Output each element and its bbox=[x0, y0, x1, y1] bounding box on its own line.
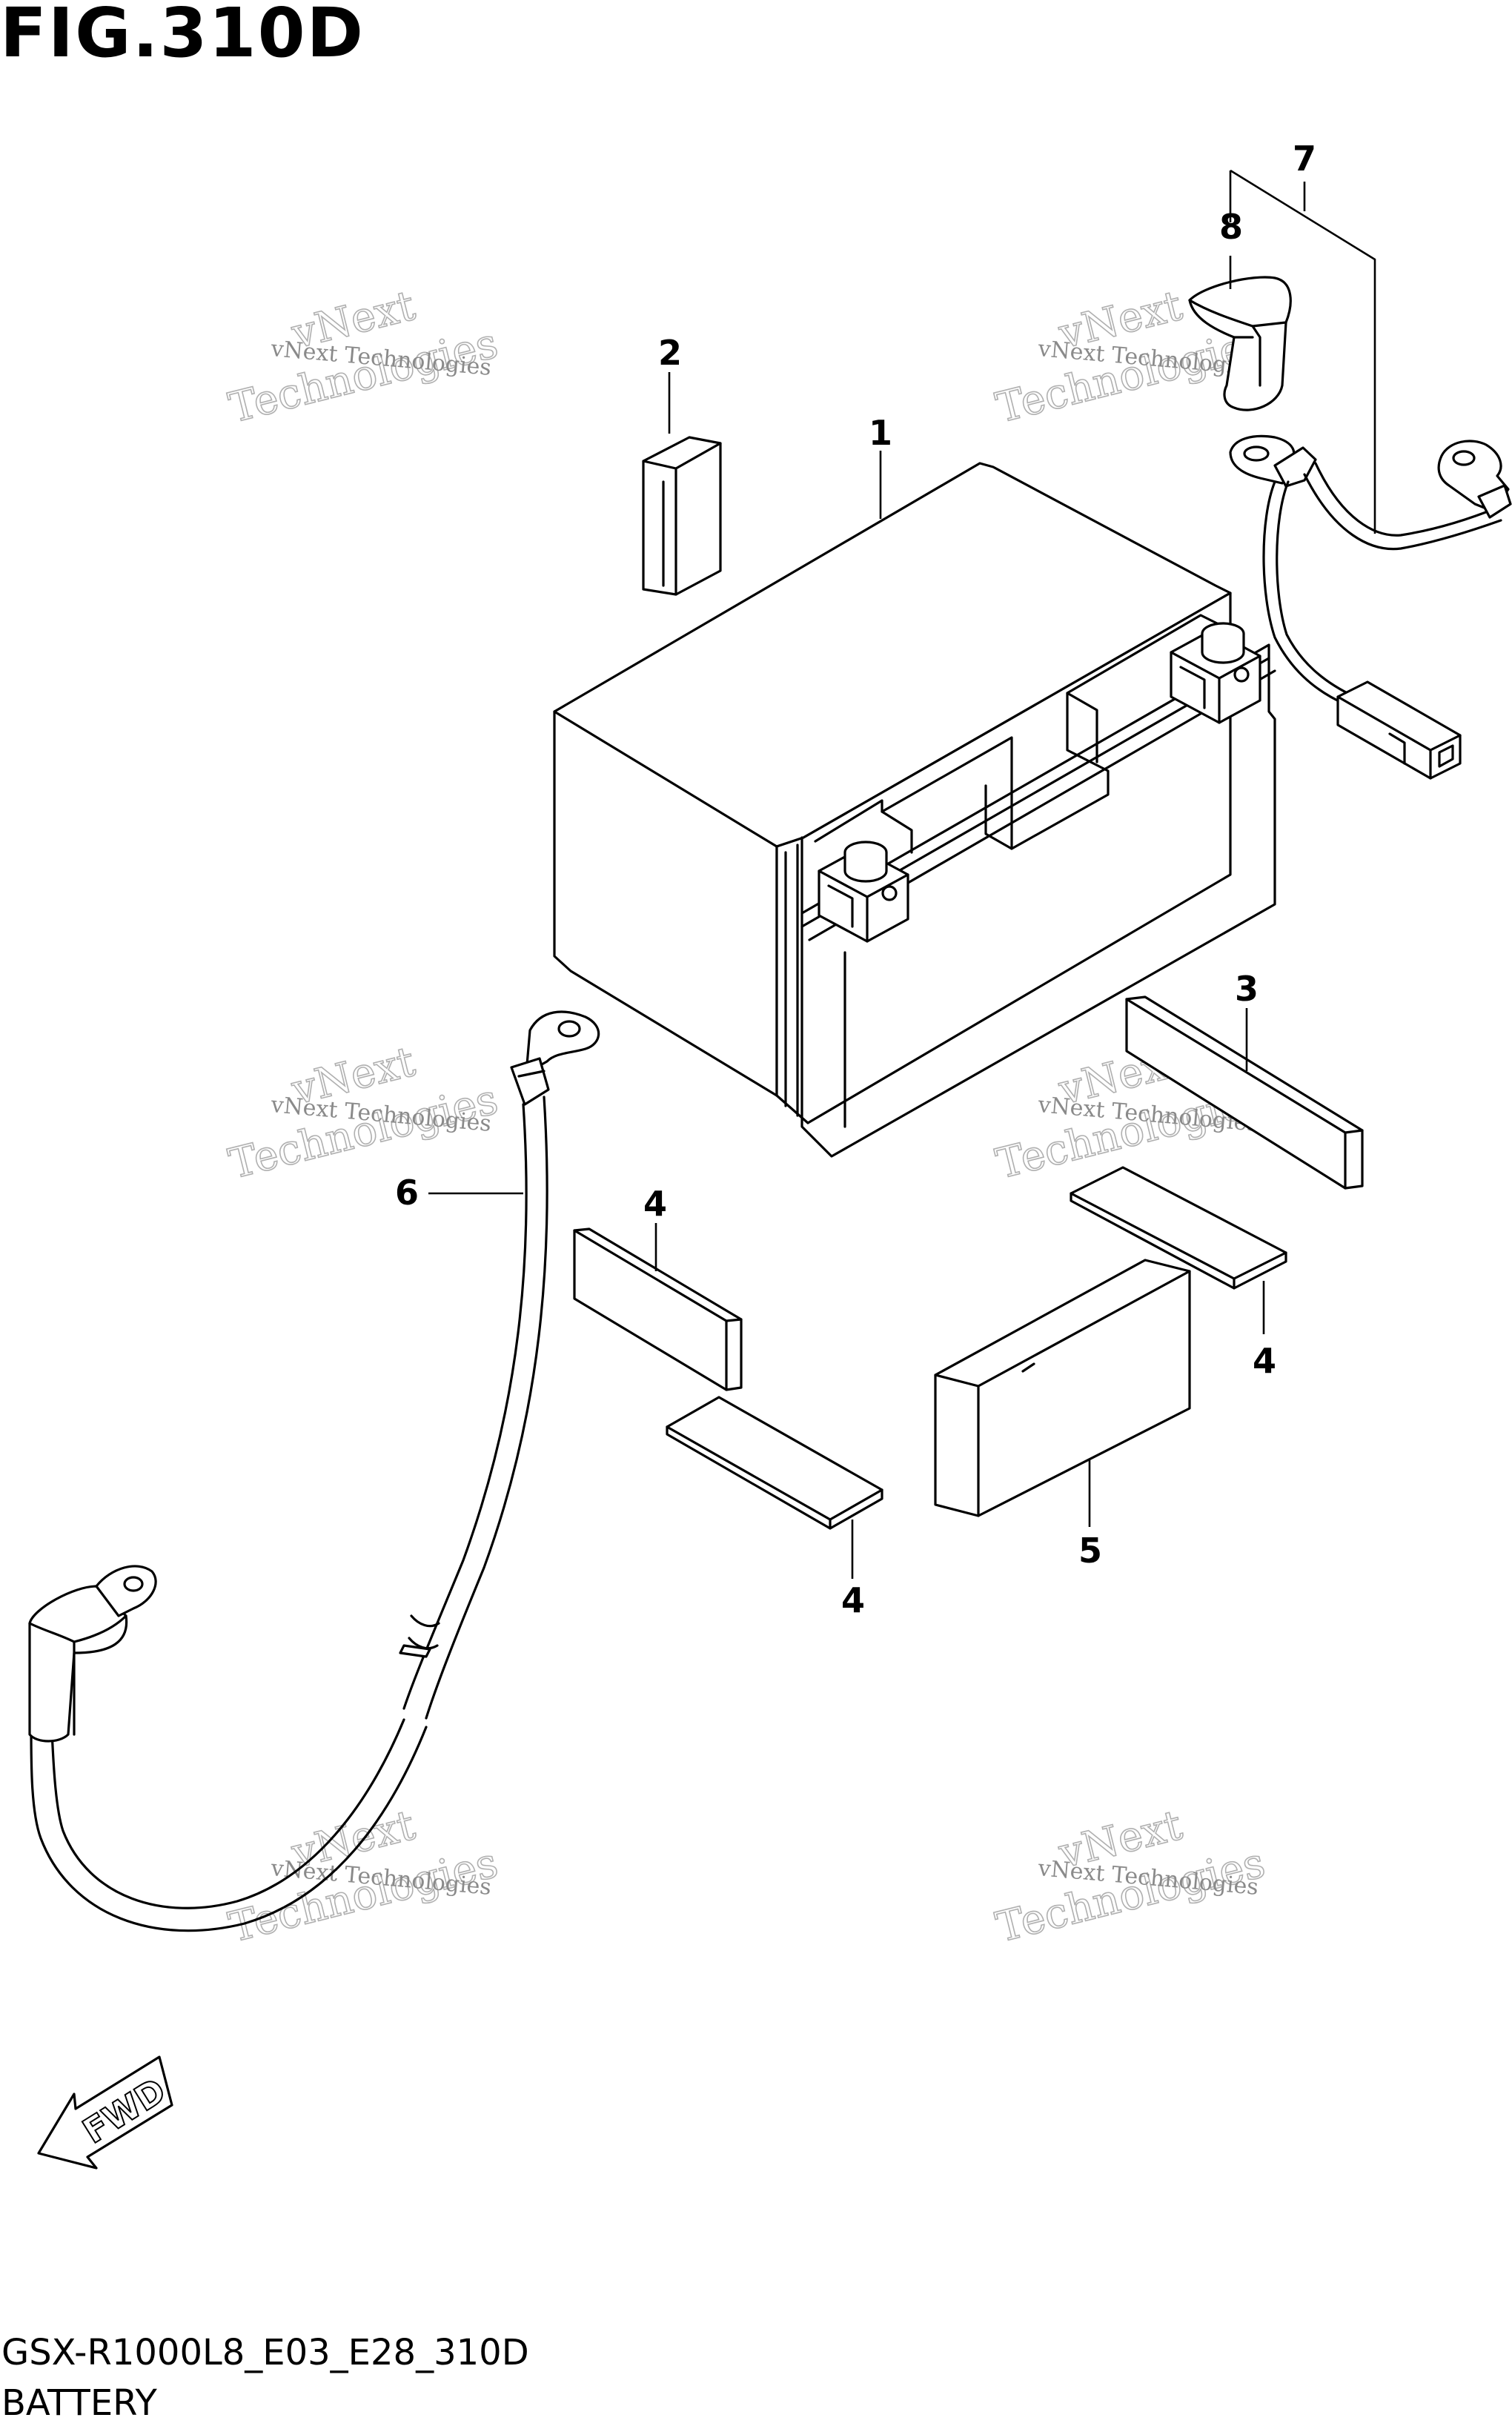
battery-terminal-left bbox=[818, 841, 909, 943]
callout-8: 8 bbox=[1219, 207, 1243, 247]
callout-4-left: 4 bbox=[643, 1184, 667, 1224]
callout-2: 2 bbox=[658, 333, 682, 373]
callout-5: 5 bbox=[1078, 1531, 1102, 1571]
callout-4-right: 4 bbox=[1253, 1341, 1276, 1381]
battery-terminal-right bbox=[1170, 622, 1261, 724]
callout-6: 6 bbox=[395, 1173, 419, 1213]
watermark-bottom-right: vNext Technologies vNext Technologies bbox=[991, 1800, 1270, 1952]
callout-7: 7 bbox=[1293, 139, 1316, 179]
figure-name: BATTERY bbox=[1, 2382, 157, 2424]
fwd-arrow-icon: FWD bbox=[37, 2055, 173, 2170]
leader-lines bbox=[428, 256, 1265, 1579]
battery-part-1 bbox=[553, 462, 1276, 1158]
watermark-bottom-left: vNext Technologies vNext Technologies bbox=[224, 1800, 503, 1952]
pad-part-2 bbox=[642, 436, 722, 596]
block-part-5 bbox=[934, 1259, 1191, 1517]
pad-part-4-left bbox=[573, 1227, 743, 1391]
cable-part-6 bbox=[28, 1010, 600, 1932]
callout-1: 1 bbox=[869, 413, 892, 453]
strip-part-3 bbox=[1125, 995, 1364, 1190]
callout-4-bottom: 4 bbox=[841, 1580, 865, 1620]
cable-part-7 bbox=[1229, 169, 1512, 780]
callout-3: 3 bbox=[1235, 969, 1259, 1009]
figure-code: GSX-R1000L8_E03_E28_310D bbox=[1, 2332, 529, 2373]
watermark-top-right: vNext Technologies vNext Technologies bbox=[991, 281, 1270, 433]
watermark-top-left: vNext Technologies vNext Technologies bbox=[224, 281, 503, 433]
figure-title: FIG.310D bbox=[0, 0, 365, 73]
cap-part-8 bbox=[1188, 276, 1292, 411]
pad-part-4-right bbox=[1070, 1166, 1287, 1290]
pad-part-4-bottom bbox=[666, 1396, 883, 1530]
watermark-middle-left: vNext Technologies vNext Technologies bbox=[224, 1037, 503, 1189]
